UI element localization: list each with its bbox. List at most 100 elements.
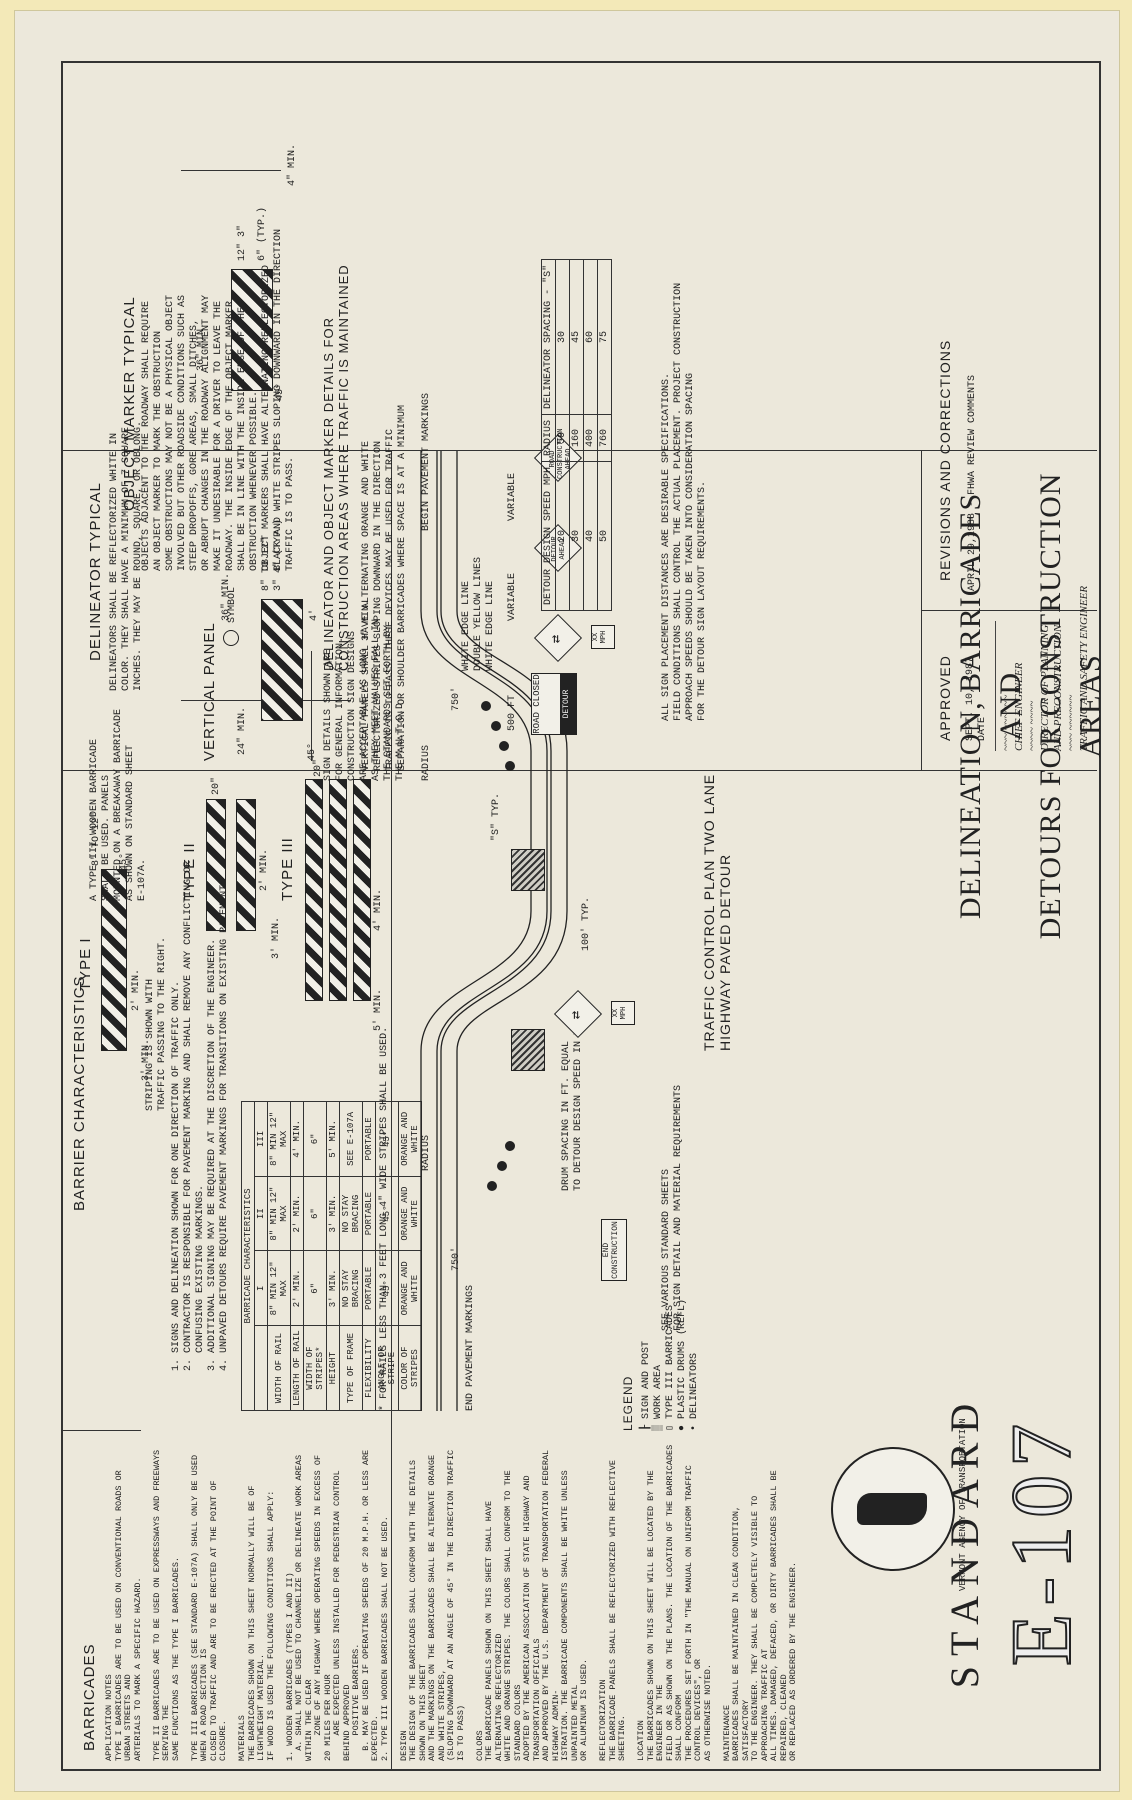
barricade-note-line: SAME FUNCTIONS AS THE TYPE I BARRICADES. [170, 1556, 181, 1761]
barricade-note-line: 1. WOODEN BARRICADES (TYPES I AND II) [284, 1572, 295, 1761]
barricade-table-cell: 8" MIN 12" MAX [267, 1176, 291, 1251]
road-edge-inner [456, 451, 568, 1411]
barricade-characteristics-table: BARRICADE CHARACTERISTICS I II III WIDTH… [241, 1101, 422, 1411]
barricade-note-line: THE BARRICADES SHOWN ON THIS SHEET WILL … [645, 1465, 666, 1761]
road-edge-outer [420, 451, 532, 1411]
distance-750-a: 750' [451, 686, 462, 711]
detour-table-cell: 45 [569, 259, 584, 415]
detour-table-cell: 50 [597, 461, 612, 611]
barricade-table-cell: SEE E-107A [339, 1101, 363, 1177]
details-heading: DELINEATOR AND OBJECT MARKER DETAILS FOR… [321, 264, 351, 671]
dt-head-speed: DETOUR DESIGN SPEED MPH [541, 461, 556, 611]
standard-sheet: DELINEATOR TYPICAL DELINEATORS SHALL BE … [61, 61, 1107, 1771]
variable-1: VARIABLE [507, 472, 518, 521]
barricade-note-line: THE PROCEDURES SET FORTH IN "THE MANUAL … [683, 1460, 704, 1761]
type3-note: A TYPE III WOODEN BARRICADE SHALL BE USE… [89, 708, 148, 901]
end-pavement-markings: END PAVEMENT MARKINGS [465, 1284, 476, 1411]
detour-arrow-sign: DETOUR [561, 673, 577, 735]
barricade-table-cell: 3' MIN. [326, 1176, 340, 1251]
detour-table-cell: 30 [555, 259, 570, 415]
object-marker-post [181, 170, 281, 171]
barricade-table-cell: WIDTH OF STRIPES* [303, 1325, 327, 1411]
barricade-table-cell: WIDTH OF RAIL [267, 1325, 291, 1411]
barricade-note-line: WHITE AND ORANGE STRIPES. THE COLORS SHA… [503, 1465, 523, 1761]
barricade-note-line: OR REPLACED AS ORDERED BY THE ENGINEER. [788, 1562, 798, 1761]
barricade-note-line: POSITIVE BARRIERS. [351, 1643, 361, 1761]
variable-2: VARIABLE [507, 572, 518, 621]
barricade-note-line: ARE EXPECTED UNLESS INSTALLED FOR PEDEST… [332, 1465, 352, 1761]
detour-table-cell: 30 [569, 461, 584, 611]
curve-arrow-icon: ⇄ [549, 634, 565, 644]
object-marker-dim-4: 4" MIN. [287, 143, 298, 186]
barricade-notes-text: APPLICATION NOTES TYPE I BARRICADES ARE … [104, 1441, 799, 1761]
detour-table-cell: 60 [583, 259, 598, 415]
barricade-note-line: THE BARRICADES SHOWN ON THIS SHEET NORMA… [246, 1480, 267, 1761]
type1-dim-length: 2' MIN. [131, 968, 142, 1011]
barricade-note-line: ADOPTED BY THE AMERICAN ASSOCIATION OF S… [522, 1470, 542, 1761]
barricade-table-cell: NO STAY BRACING [339, 1176, 363, 1251]
detour-table-cell: 40 [583, 461, 598, 611]
road-closed-sign: ROAD CLOSED [531, 673, 561, 735]
barrier-characteristics-heading: BARRIER CHARACTERISTICS [71, 975, 88, 1211]
vertical-panel-dim-36: 36" MIN. [221, 572, 232, 621]
work-area-1 [511, 849, 545, 891]
barricade-table-cell: 3' MIN. [326, 1250, 340, 1326]
barricade-note-line: THE BARRICADE PANELS SHALL BE REFLECTORI… [607, 1454, 628, 1761]
legend-title: LEGEND [621, 1375, 635, 1431]
bc-head-1: I [254, 1250, 268, 1326]
detour-table-cell: 760 [597, 414, 612, 462]
barricade-table-cell: 8" MIN 12" MAX [267, 1250, 291, 1326]
type3-dim-min: 5' MIN. [373, 988, 384, 1031]
drum-6 [497, 1161, 507, 1171]
work-area-2 [511, 1029, 545, 1071]
speed-plate-2: XX MPH [611, 1001, 635, 1025]
barricade-note-line: MATERIALS [237, 1715, 247, 1761]
end-construction-sign: END CONSTRUCTION [601, 1219, 627, 1281]
spacing-100: 100' TYP. [581, 896, 592, 951]
legend-items: ┠ SIGN AND POST ▒ WORK AREA ▯ TYPE III B… [641, 1298, 700, 1431]
barricade-table-cell: PORTABLE [362, 1176, 376, 1251]
drum-1 [481, 701, 491, 711]
barricade-table-cell: 5' MIN. [326, 1101, 340, 1177]
drum-7 [487, 1181, 497, 1191]
title-block-divider-1 [921, 451, 922, 771]
barricade-note-line: TYPE III BARRICADES (SEE STANDARD E-107A… [189, 1449, 210, 1761]
barricade-note-line: AS OTHERWISE NOTED. [702, 1664, 713, 1761]
barricade-note-line: THE DESIGN OF THE BARRICADES SHALL CONFO… [408, 1454, 428, 1761]
vertical-panel [261, 599, 303, 721]
barricade-note-line: ZONE OF ANY HIGHWAY WHERE OPERATING SPEE… [313, 1449, 333, 1761]
double-yellow-label: DOUBLE YELLOW LINES [473, 556, 484, 671]
barricade-note-line: OR ALUMINUM IS USED. [579, 1658, 589, 1761]
barricade-table-cell: TYPE OF FRAME [339, 1325, 363, 1411]
barricade-note-line: (SLOPING DOWNWARD AT AN ANGLE OF 45° IN … [446, 1444, 466, 1761]
barricade-note-line: TYPE II BARRICADES ARE TO BE USED ON EXP… [151, 1444, 172, 1761]
bc-head-3: III [254, 1101, 268, 1177]
type3-rail-2 [329, 779, 347, 1001]
barricade-note-line: 2. TYPE III WOODEN BARRICADES SHALL NOT … [379, 1516, 390, 1761]
type3-label: TYPE III [279, 837, 296, 901]
vertical-panel-title: VERTICAL PANEL [201, 622, 218, 761]
barricade-note-line: IF WOOD IS USED THE FOLLOWING CONDITIONS… [265, 1490, 276, 1761]
drawing-paper: DELINEATOR TYPICAL DELINEATORS SHALL BE … [14, 10, 1120, 1792]
type2-rail-bottom [236, 799, 256, 931]
striping-note: STRIPING IS SHOWN WITH TRAFFIC PASSING T… [145, 936, 168, 1111]
drum-4 [505, 761, 515, 771]
type2-dim-min: 3' MIN. [271, 916, 282, 959]
detour-table-cell: 75 [597, 259, 612, 415]
dt-head-radius: RADIUS [541, 414, 556, 462]
type3-rail-1 [305, 779, 323, 1001]
drum-5 [505, 1141, 515, 1151]
barricade-table-cell: PORTABLE [362, 1250, 376, 1326]
drawing-stage: DELINEATOR TYPICAL DELINEATORS SHALL BE … [61, 61, 1107, 1771]
barricade-note-line: B. MAY BE USED IF OPERATING SPEEDS OF 20… [360, 1444, 381, 1761]
barricade-note-line: THE BARRICADE PANELS SHOWN ON THIS SHEET… [484, 1495, 504, 1761]
dt-head-spacing: DELINEATOR SPACING - "S" [541, 259, 556, 415]
agency-seal [831, 1447, 955, 1571]
delineator-typical-title: DELINEATOR TYPICAL [87, 482, 104, 661]
barricade-note-line: BARRICADES SHALL BE MAINTAINED IN CLEAN … [731, 1500, 751, 1761]
